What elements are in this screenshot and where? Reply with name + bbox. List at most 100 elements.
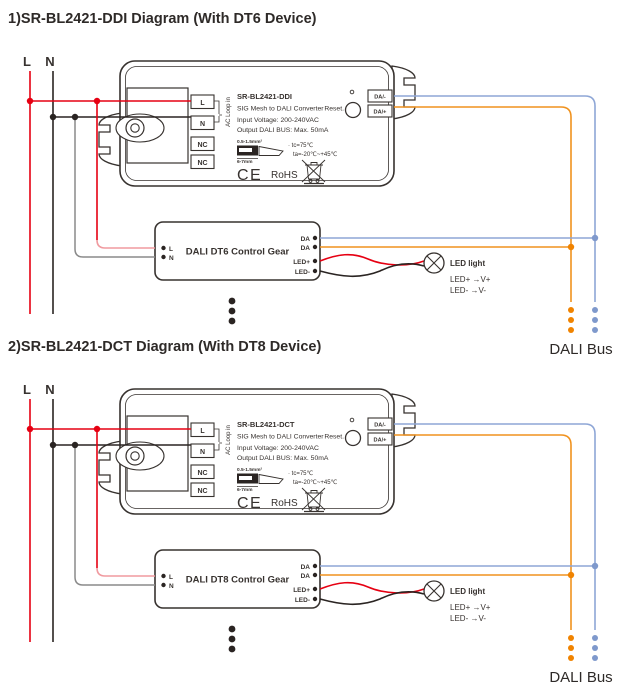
reset-button bbox=[344, 101, 362, 119]
neutral-label: N bbox=[45, 54, 54, 69]
gear-terminal-dot-led-minus bbox=[312, 268, 318, 274]
gear-terminal-label-led-minus: LED- bbox=[295, 269, 310, 276]
led-negative-wire bbox=[319, 590, 425, 606]
dali-bus-dots-icon bbox=[568, 307, 598, 333]
live-label: L bbox=[23, 382, 31, 397]
gear-terminal-label-da2: DA bbox=[301, 573, 311, 580]
diagram-title: 1)SR-BL2421-DDI Diagram (With DT6 Device… bbox=[8, 11, 317, 27]
screw-icon-inner bbox=[130, 123, 140, 133]
mounting-clip-right-icon bbox=[391, 393, 416, 448]
wire-strip-blade bbox=[258, 145, 284, 156]
converter-model: SR-BL2421-DCT bbox=[237, 420, 295, 429]
terminal-box-da-plus bbox=[367, 432, 393, 446]
rohs-mark: RoHS bbox=[271, 170, 298, 181]
converter-model: SR-BL2421-DDI bbox=[237, 92, 292, 101]
ta-rating: ta=-20℃~+45℃ bbox=[293, 479, 338, 486]
dali-bus-dots-icon bbox=[568, 635, 598, 661]
gear-terminal-label-da2: DA bbox=[301, 245, 311, 252]
gear-terminal-dot-led-minus bbox=[312, 596, 318, 602]
loop-bracket bbox=[214, 100, 222, 123]
terminal-label-nc2: NC bbox=[197, 488, 207, 495]
gear-terminal-dot-l bbox=[161, 573, 166, 579]
weee-icon bbox=[301, 487, 326, 513]
converter-input-line: Input Voltage: 200-240VAC bbox=[237, 117, 319, 124]
terminal-box-nc1 bbox=[190, 464, 215, 480]
gear-terminal-dot-l bbox=[161, 245, 166, 251]
ce-mark: CE bbox=[237, 167, 262, 184]
tc-rating: · tc=75℃ bbox=[288, 142, 314, 149]
weee-icon bbox=[301, 159, 326, 185]
converter-output-line: Output DALI BUS: Max. 50mA bbox=[237, 455, 329, 462]
converter-input-line: Input Voltage: 200-240VAC bbox=[237, 445, 319, 452]
loop-neutral-wire bbox=[74, 445, 155, 586]
terminal-box-da-plus bbox=[367, 104, 393, 118]
loop-live-wire bbox=[96, 239, 155, 249]
junction-dot-live-2 bbox=[93, 425, 101, 433]
loop-label: AC Loop in bbox=[226, 97, 232, 127]
tc-rating: · tc=75℃ bbox=[288, 470, 314, 477]
indicator-hole-icon bbox=[349, 89, 355, 95]
converter-device: L N NC NC AC Loop in SR-BL2421-DCT SIG M… bbox=[98, 388, 416, 515]
dali-plus-wire bbox=[394, 106, 572, 302]
junction-dot-live-1 bbox=[26, 97, 34, 105]
gear-terminal-dot-n bbox=[161, 254, 166, 260]
gear-terminal-label-n: N bbox=[169, 255, 174, 262]
mounting-clip-right-icon bbox=[391, 65, 416, 120]
gear-terminal-label-da1: DA bbox=[301, 564, 311, 571]
junction-dot-dali-plus bbox=[567, 571, 575, 579]
led-positive-mapping: LED+ →V+ bbox=[450, 275, 491, 284]
junction-dot-dali-minus bbox=[591, 234, 599, 242]
gear-terminal-label-led-minus: LED- bbox=[295, 597, 310, 604]
wire-strip-icon: 0.5-1.5mm² 6-7mm bbox=[237, 467, 284, 493]
terminal-box-nc2 bbox=[190, 482, 215, 498]
rohs-mark: RoHS bbox=[271, 498, 298, 509]
wire-strip-icon: 0.5-1.5mm² 6-7mm bbox=[237, 139, 284, 165]
gear-terminal-dot-da2 bbox=[312, 244, 318, 250]
junction-dot-neutral-1 bbox=[49, 113, 57, 121]
terminal-label-da-minus: DA/- bbox=[374, 95, 386, 101]
terminal-label-n: N bbox=[200, 449, 205, 456]
terminal-label-da-plus: DA/+ bbox=[374, 110, 388, 116]
reset-button bbox=[344, 429, 362, 447]
gear-terminal-dot-da1 bbox=[312, 563, 318, 569]
dali-minus-wire bbox=[394, 95, 596, 302]
led-negative-mapping: LED- →V- bbox=[450, 614, 486, 623]
terminal-box-n bbox=[190, 115, 215, 131]
control-gear: DALI DT8 Control Gear L N DA DA LED+ LED… bbox=[154, 549, 321, 609]
dali-bus-label: DALI Bus bbox=[549, 669, 612, 686]
wire-strip-blade bbox=[258, 473, 284, 484]
diagram-title: 2)SR-BL2421-DCT Diagram (With DT8 Device… bbox=[8, 339, 321, 355]
continuation-dots-icon bbox=[228, 297, 236, 325]
terminal-label-nc1: NC bbox=[197, 142, 207, 149]
gear-terminal-dot-led-plus bbox=[312, 586, 318, 592]
dali-bus-label: DALI Bus bbox=[549, 341, 612, 358]
gear-terminal-label-da1: DA bbox=[301, 236, 311, 243]
loop-live-wire bbox=[96, 567, 155, 577]
converter-output-line: Output DALI BUS: Max. 50mA bbox=[237, 127, 329, 134]
diagram-ddi-dt6: L N NC NC AC Loop in SR-BL2421-DDI SIG M… bbox=[0, 2, 628, 362]
junction-dot-neutral-1 bbox=[49, 441, 57, 449]
terminal-box-nc1 bbox=[190, 136, 215, 152]
wire-spec-bottom: 6-7mm bbox=[237, 487, 252, 493]
gear-name: DALI DT6 Control Gear bbox=[186, 247, 290, 258]
continuation-dots-icon bbox=[228, 625, 236, 653]
screw-icon-inner bbox=[130, 451, 140, 461]
junction-dot-neutral-2 bbox=[71, 113, 79, 121]
wire-spec-top: 0.5-1.5mm² bbox=[237, 139, 262, 145]
ta-rating: ta=-20℃~+45℃ bbox=[293, 151, 338, 158]
indicator-hole-icon bbox=[349, 417, 355, 423]
led-light-label: LED light bbox=[450, 259, 485, 268]
gear-body bbox=[154, 549, 321, 609]
gear-terminal-dot-da1 bbox=[312, 235, 318, 241]
terminal-label-da-minus: DA/- bbox=[374, 423, 386, 429]
led-positive-mapping: LED+ →V+ bbox=[450, 603, 491, 612]
led-light-label: LED light bbox=[450, 587, 485, 596]
loop-label: AC Loop in bbox=[226, 425, 232, 455]
live-label: L bbox=[23, 54, 31, 69]
loop-neutral-wire bbox=[74, 117, 155, 258]
led-negative-wire bbox=[319, 262, 425, 278]
terminal-label-l: L bbox=[200, 100, 205, 107]
converter-function-line: SIG Mesh to DALI Converter bbox=[237, 106, 324, 113]
led-lamp-icon bbox=[423, 580, 445, 602]
